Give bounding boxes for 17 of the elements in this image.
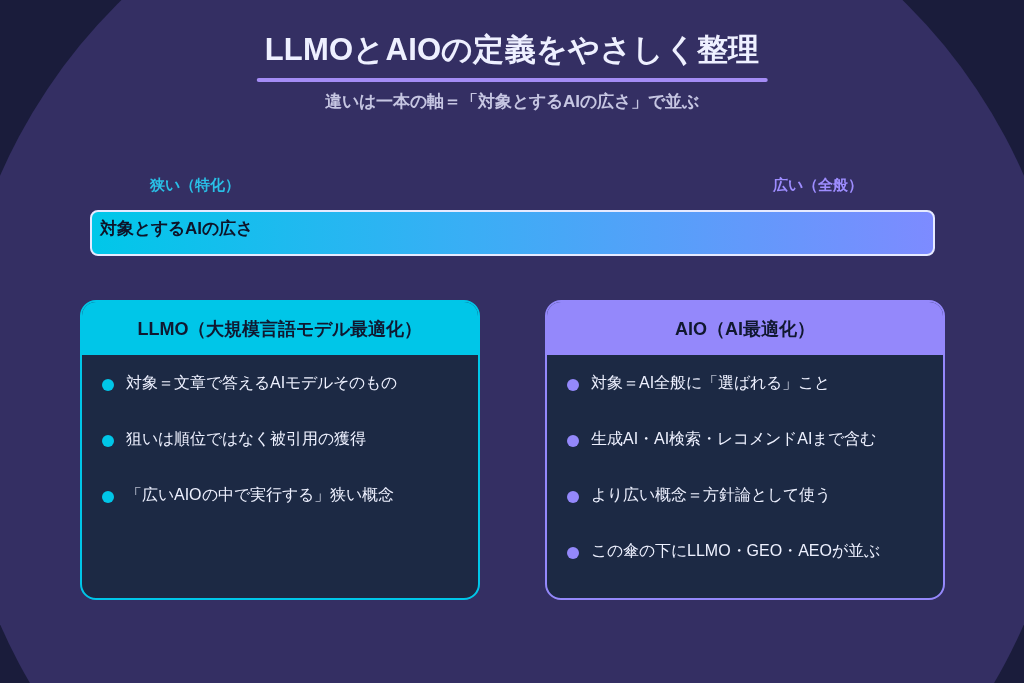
bullet-text: 生成AI・AI検索・レコメンドAIまで含む	[591, 429, 877, 449]
bullet-text: 対象＝AI全般に「選ばれる」こと	[591, 373, 831, 393]
bullet-text: より広い概念＝方針論として使う	[591, 485, 831, 505]
subtitle: 違いは一本の軸＝「対象とするAIの広さ」で並ぶ	[325, 91, 699, 113]
definition-card	[545, 300, 945, 600]
card-heading: AIO（AI最適化）	[675, 317, 815, 341]
bullet-text: この傘の下にLLMO・GEO・AEOが並ぶ	[591, 541, 880, 561]
bullet-text: 「広いAIOの中で実行する」狭い概念	[126, 485, 394, 505]
title: LLMOとAIOの定義をやさしく整理	[264, 31, 760, 69]
definition-card	[80, 300, 480, 600]
bar-label: 対象とするAIの広さ	[100, 218, 253, 240]
scale-end-label: 狭い（特化）	[150, 175, 240, 195]
scale-bar	[90, 210, 935, 256]
bullet-text: 狙いは順位ではなく被引用の獲得	[126, 429, 366, 449]
scale-end-label: 広い（全般）	[773, 175, 863, 195]
card-heading: LLMO（大規模言語モデル最適化）	[137, 317, 423, 341]
bullet-text: 対象＝文章で答えるAIモデルそのもの	[126, 373, 398, 393]
